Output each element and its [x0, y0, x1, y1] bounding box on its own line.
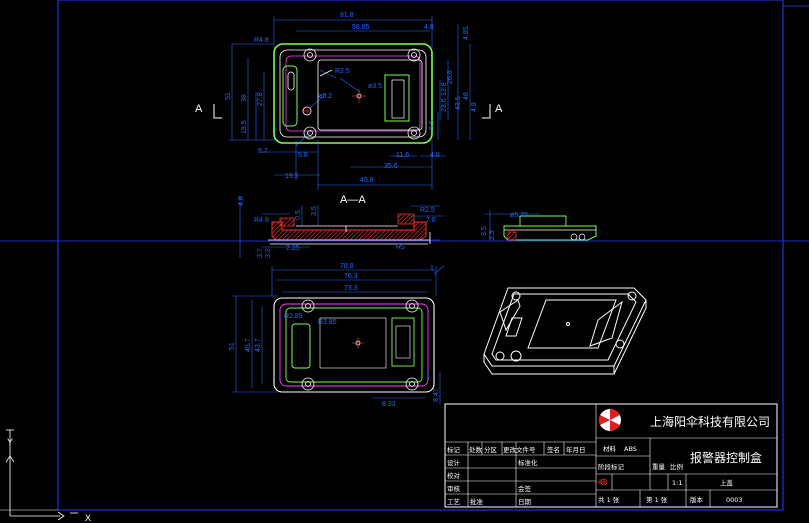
bottom-width-1: 78.8 — [340, 263, 354, 270]
dim-bottom-4: 11.6 — [396, 152, 409, 159]
section-dim-1: 4.8 — [238, 196, 245, 206]
dim-bottom-2: 5.8 — [298, 152, 308, 159]
y-axis-label: Y — [7, 437, 13, 447]
drawing-frame — [0, 0, 809, 511]
ucs-axis-icon — [5, 429, 78, 521]
role-3: 审核 — [447, 484, 461, 493]
title-block: 上海阳伞科技有限公司 报警器控制盒 材料 ABS 阶段标记 重量 比例 1:1 … — [444, 403, 778, 508]
dim-height-3: 27.8 — [257, 92, 264, 106]
dim-right-a: 4.8 — [424, 24, 434, 31]
bottom-height-3: 43.7 — [255, 338, 262, 352]
dim-height-4: 19.5 — [241, 120, 248, 134]
section-dim-5: R2.5 — [420, 207, 435, 214]
section-view: A—A 4.8 R4.8 0.5 3.5 R2.5 7.8 R5 2.25 — [238, 194, 444, 258]
role-4: 工艺 — [447, 498, 461, 506]
role-5: 批准 — [470, 497, 484, 506]
bottom-dim-1: 8.33 — [382, 401, 396, 408]
dim-height-2: 38 — [241, 94, 248, 102]
section-dim-7: R5 — [396, 244, 405, 251]
bottom-width-2: 76.3 — [344, 273, 358, 280]
dim-right-2: 23.6 — [441, 98, 448, 112]
dim-height-1: 51 — [225, 92, 232, 100]
material-value: ABS — [624, 445, 637, 453]
dim-bottom-6: 45.8 — [360, 177, 374, 184]
dim-bottom-5: 4.8 — [430, 152, 440, 159]
row-header-4: 更改文件号 — [503, 445, 536, 454]
dim-right-7: 6.5 — [429, 120, 436, 130]
x-axis-label: X — [85, 513, 91, 523]
section-mark-right: A — [495, 103, 503, 115]
bottom-radius-1: R2.85 — [284, 313, 303, 320]
dim-overall-width: 81.8 — [340, 12, 354, 19]
side-dim-1: ø5.75 — [510, 212, 528, 219]
scale-value: 1:1 — [672, 479, 682, 487]
bottom-height-2: 45.7 — [245, 338, 252, 352]
edition-value: 0003 — [726, 496, 743, 504]
row-header-1: 标记 — [447, 445, 461, 454]
row-header-2: 处数 — [469, 445, 483, 454]
stage-header-3: 比例 — [670, 462, 683, 471]
dim-bottom-7: 35.6 — [384, 163, 398, 170]
stage-header-2: 重量 — [652, 463, 666, 471]
dim-right-4: 48 — [463, 92, 470, 100]
isometric-view — [483, 287, 647, 375]
section-view-label: A—A — [340, 194, 366, 206]
dim-hole-1: ø3.5 — [368, 83, 382, 90]
dim-inner-width: 58.85 — [352, 24, 370, 31]
dim-right-6: 26.8 — [447, 70, 454, 84]
bottom-height-1: 51 — [229, 342, 236, 350]
projection-symbol-icon — [596, 478, 608, 486]
side-dim-2: 3.5 — [481, 226, 488, 236]
mid-label-2: 会签 — [518, 484, 532, 493]
material-label: 材料 — [603, 444, 617, 453]
bottom-width-3: 73.3 — [344, 285, 358, 292]
row-header-3: 分区 — [484, 445, 498, 454]
company-logo-icon — [598, 408, 621, 432]
side-view: ø5.75 3.5 2.5 — [481, 210, 597, 241]
sheet-total: 共 1 张 — [598, 495, 620, 504]
bottom-radius-2: R3.85 — [318, 319, 337, 326]
dim-bottom-1: 8.7 — [258, 148, 268, 155]
dim-right-8: 4.8 — [471, 102, 478, 112]
bottom-top-right: 1 — [430, 265, 434, 272]
dim-radius-top: R4.8 — [254, 37, 269, 44]
destination-value: 上盖 — [720, 478, 734, 487]
section-dim-10: 3.2 — [265, 248, 272, 258]
row-header-5: 签名 — [547, 445, 560, 454]
section-dim-8: 2.25 — [286, 245, 300, 252]
top-view: A A 81.8 58.85 4.8 R4.8 R2.5 ø3.5 ø5.2 5… — [195, 12, 503, 190]
section-mark-left: A — [195, 103, 203, 115]
mid-label-1: 标准化 — [518, 458, 538, 467]
sheet-number: 第 1 张 — [646, 495, 668, 504]
row-header-6: 年月日 — [566, 445, 586, 454]
section-dim-3: 0.5 — [295, 210, 302, 220]
dim-right-3: 43.5 — [455, 96, 462, 110]
section-dim-2: R4.8 — [254, 217, 269, 224]
section-dim-6: 7.8 — [426, 217, 436, 224]
dim-right-5: 13.8 — [441, 82, 448, 96]
bottom-dim-small: 1 — [426, 373, 430, 380]
stage-header-1: 阶段标记 — [598, 462, 625, 471]
dim-right-1: 4.85 — [463, 26, 470, 40]
dim-r-inner: R2.5 — [335, 68, 350, 75]
bottom-view: 78.8 76.3 73.3 1 R2.85 R3.85 51 45.7 43.… — [229, 263, 445, 408]
side-dim-3: 2.5 — [489, 230, 496, 240]
edition-label: 版本 — [690, 495, 704, 504]
part-title: 报警器控制盒 — [690, 450, 762, 465]
dim-bottom-3: 19.5 — [285, 173, 299, 180]
section-dim-9: 3.7 — [257, 248, 264, 258]
section-dim-4: 3.5 — [311, 206, 318, 216]
mid-label-3: 日期 — [518, 498, 532, 506]
bottom-dim-2: 8.47 — [433, 388, 440, 402]
role-1: 设计 — [447, 458, 461, 467]
company-name: 上海阳伞科技有限公司 — [650, 414, 770, 429]
dim-hole-2: ø5.2 — [318, 93, 332, 100]
role-2: 校对 — [447, 471, 461, 480]
